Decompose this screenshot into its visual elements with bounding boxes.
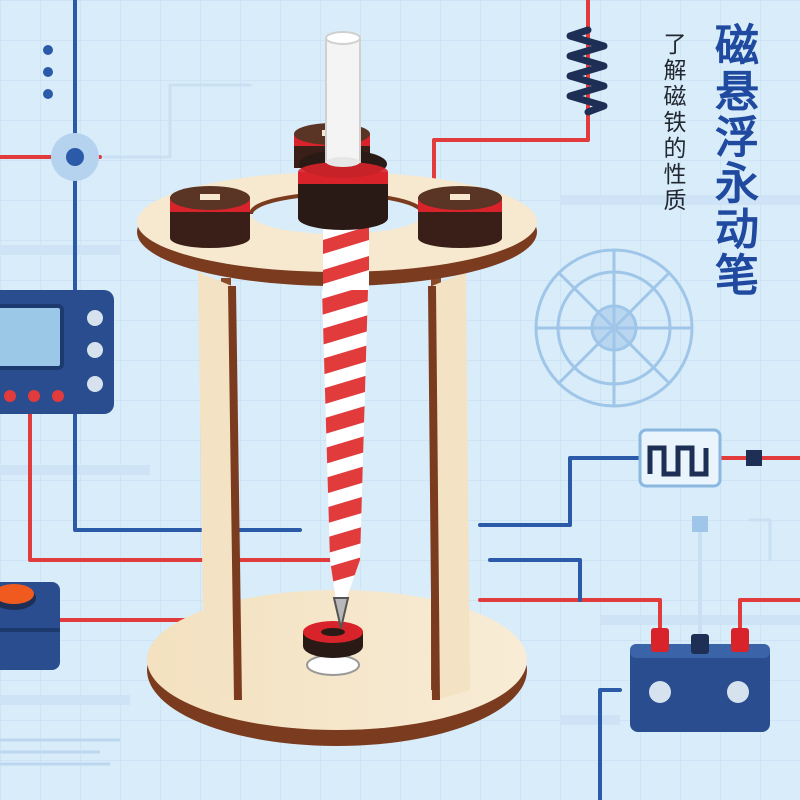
target-node-icon: [51, 133, 99, 181]
pen-tip-icon: [332, 597, 350, 629]
battery-terminal-icon: [630, 628, 770, 732]
device-panel-icon: [0, 290, 114, 414]
resistor-symbol-icon: [638, 428, 762, 488]
pen-cap-icon: [325, 31, 361, 167]
striped-pen: [322, 290, 368, 600]
radar-dial-icon: [534, 248, 694, 408]
page-subtitle: 了解磁铁的性质: [659, 32, 685, 214]
right-magnet-icon: [418, 186, 502, 248]
left-magnet-icon: [170, 186, 250, 248]
indicator-dots-icon: [43, 45, 53, 99]
levitation-stand: [137, 31, 537, 746]
bottom-magnet-icon: [303, 621, 363, 676]
page-title: 磁悬浮永动笔: [707, 22, 758, 298]
junction-icon: [692, 516, 708, 532]
coil-spring-icon: [566, 26, 608, 116]
stripe-lines: [0, 738, 120, 766]
left-leg: [198, 272, 238, 700]
right-leg: [432, 272, 470, 700]
red-button-icon: [0, 582, 60, 670]
